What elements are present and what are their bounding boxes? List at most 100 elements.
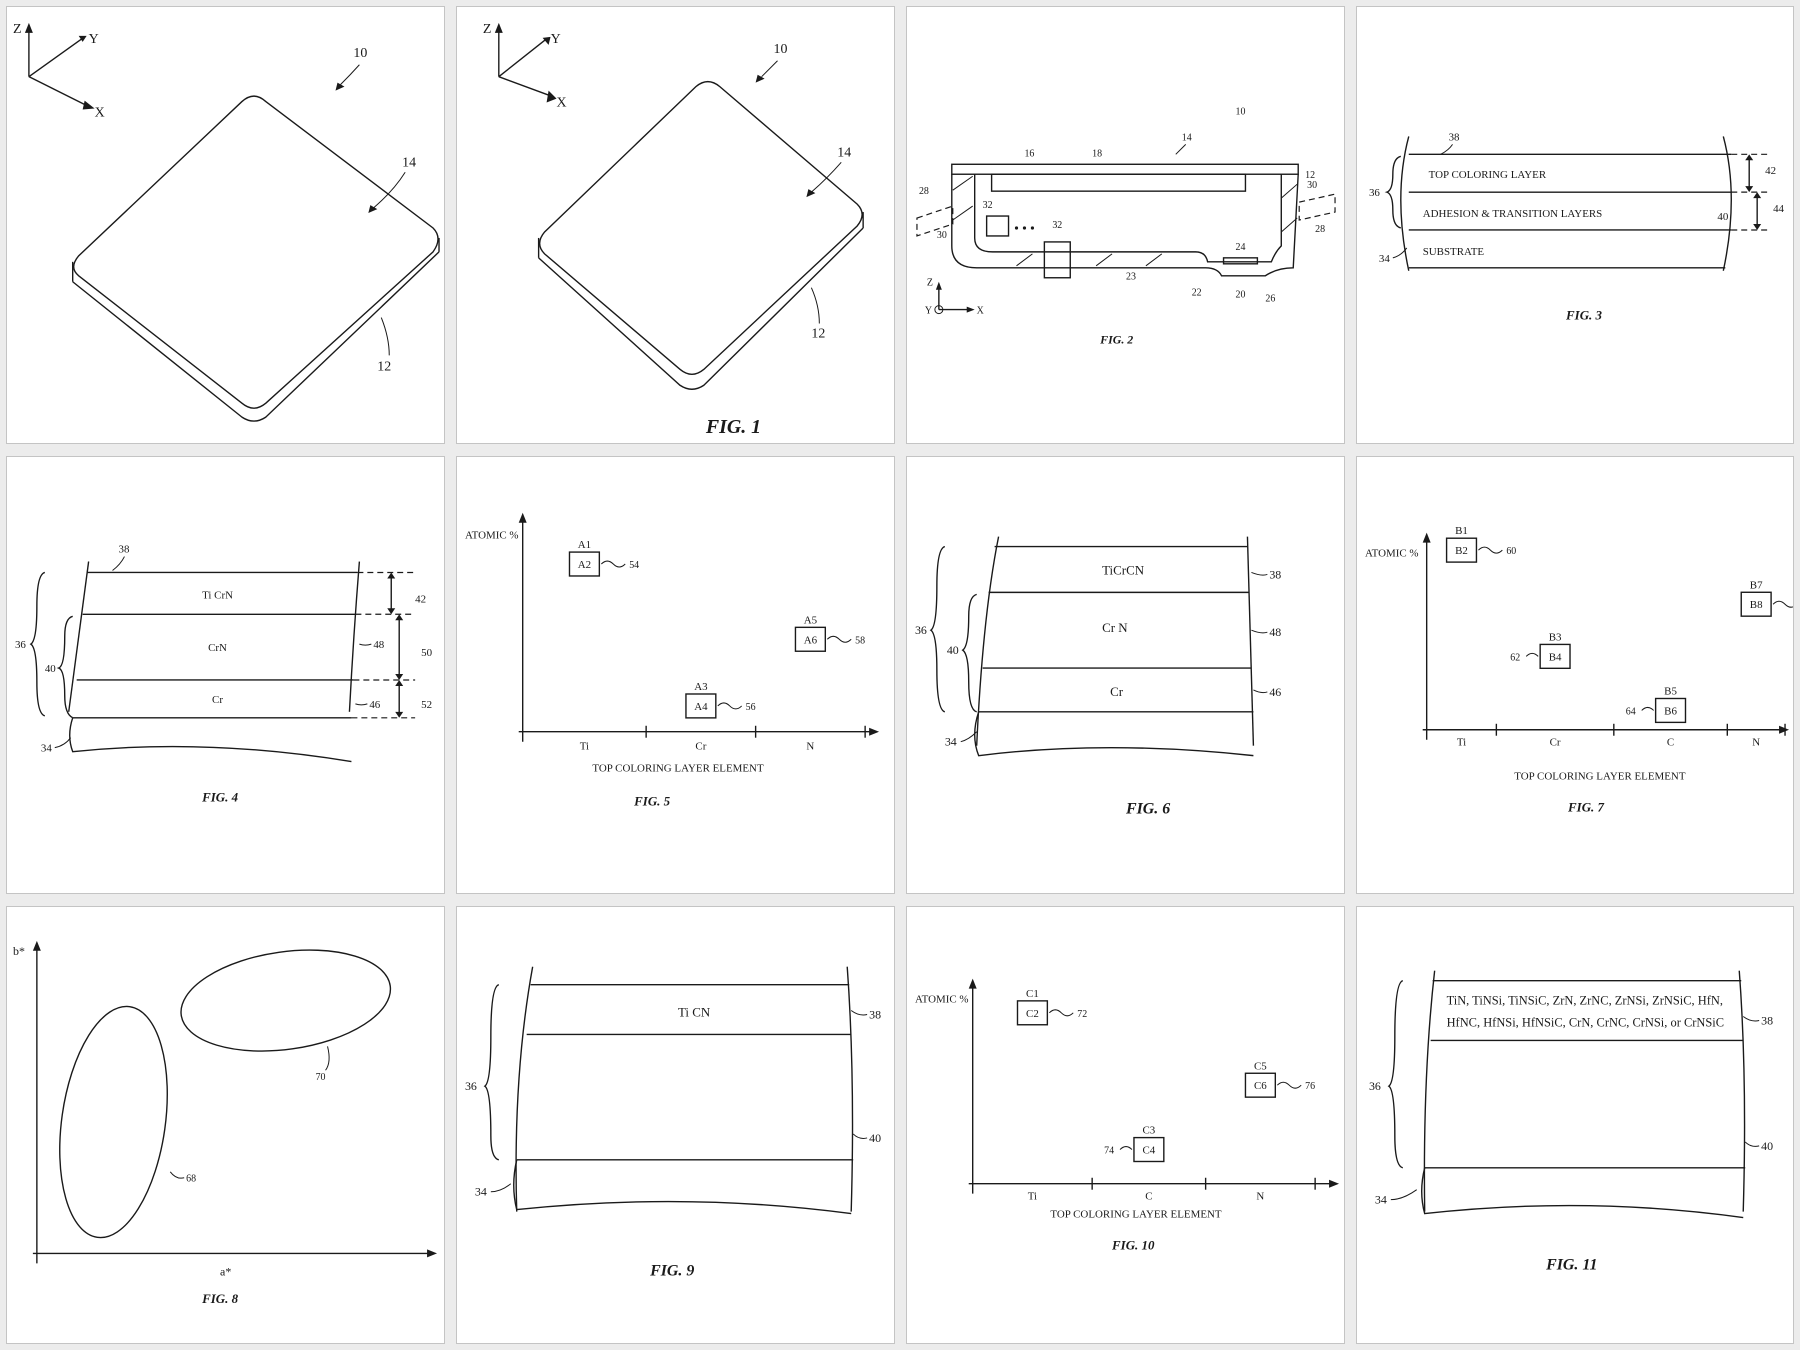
ref-40: 40 [1717, 211, 1728, 223]
panel-fig10: ATOMIC % TOP COLORING LAYER ELEMENT FIG.… [906, 906, 1345, 1344]
ref-42: 42 [1765, 165, 1776, 177]
data-point-box-label: B4 [1549, 651, 1562, 663]
ref-24: 24 [1235, 242, 1245, 253]
data-point-upper-label: B3 [1549, 631, 1562, 643]
reference-leader [717, 702, 743, 710]
layer-1-label: Ti CrN [202, 589, 233, 601]
figure-caption: FIG. 11 [1545, 1256, 1597, 1273]
axis-z-label: Z [483, 22, 492, 37]
reference-leader [1478, 546, 1503, 554]
panel-fig3: 38 TOP COLORING LAYER ADHESION & TRANSIT… [1356, 6, 1794, 444]
data-point-upper-label: A3 [694, 681, 708, 693]
figure-caption: FIG. 2 [1099, 332, 1133, 346]
data-point-box [1539, 643, 1571, 670]
axis-y-label: Y [551, 32, 561, 47]
figure-caption: FIG. 9 [649, 1262, 694, 1279]
figure-caption: FIG. 3 [1565, 308, 1602, 323]
data-point-upper-label: A5 [804, 614, 818, 626]
y-axis-label: b* [13, 944, 25, 958]
reference-leader [1276, 1081, 1302, 1089]
x-axis-arrow [869, 727, 880, 736]
data-point-box [1016, 1000, 1049, 1026]
x-tick-label: N [1256, 1191, 1264, 1203]
chart-plot: TiCrCNB2B160B4B362B6B564B8B766 [1422, 525, 1793, 749]
axis-x-label: X [557, 96, 567, 111]
reference-number: 64 [1626, 706, 1636, 717]
axis-triad: Z Y X [13, 22, 105, 121]
chart-fig10: ATOMIC % TOP COLORING LAYER ELEMENT FIG.… [915, 978, 1340, 1252]
reference-number: 54 [629, 560, 639, 571]
ref-34: 34 [945, 735, 957, 749]
ref-52: 52 [421, 699, 432, 711]
layer-1-label: Ti CN [678, 1004, 711, 1019]
ref-38: 38 [1269, 567, 1281, 581]
panel-fig11: TiN, TiNSi, TiNSiC, ZrN, ZrNC, ZrNSi, Zr… [1356, 906, 1794, 1344]
data-point-box [568, 551, 601, 577]
data-point-upper-label: C1 [1026, 988, 1039, 1000]
reference-number: 58 [855, 635, 865, 646]
x-tick-label: C [1145, 1191, 1152, 1203]
figure-caption: FIG. 8 [201, 1291, 238, 1306]
data-point-box [1244, 1072, 1277, 1098]
reference-number: 62 [1510, 652, 1520, 663]
ref-38: 38 [118, 544, 129, 556]
x-tick-label: Ti [580, 741, 589, 753]
ref-34: 34 [41, 743, 52, 755]
ref-28-left: 28 [919, 186, 929, 197]
ref-70: 70 [316, 1072, 326, 1083]
data-point-upper-label: C3 [1143, 1125, 1156, 1137]
ref-30-left: 30 [937, 230, 947, 241]
ellipse-70 [180, 949, 392, 1052]
ref-22: 22 [1192, 288, 1202, 299]
ref-12: 12 [1305, 170, 1315, 181]
panel-fig1: Z Y X 10 14 12 FIG. 1 [456, 6, 895, 444]
ref-34: 34 [1379, 253, 1390, 265]
x-tick-label: C [1667, 737, 1674, 749]
panel-fig6: TiCrCN Cr N Cr 38 48 46 36 40 34 FIG. 6 [906, 456, 1345, 894]
figure-caption: FIG. 1 [705, 416, 761, 438]
reference-leader [1772, 600, 1793, 608]
ref-40: 40 [1761, 1139, 1773, 1153]
data-point-box-label: A4 [694, 701, 708, 713]
reference-number: 76 [1305, 1081, 1315, 1092]
panel-fig5: ATOMIC % TOP COLORING LAYER ELEMENT FIG.… [456, 456, 895, 894]
layer-sub-label: SUBSTRATE [1423, 246, 1485, 258]
ref-38: 38 [1449, 131, 1460, 143]
axis-x-label: X [977, 306, 984, 317]
ref-10: 10 [774, 42, 788, 57]
data-point-box [1445, 537, 1478, 563]
x-tick-label: Ti [1457, 737, 1466, 749]
axis-x-label: X [95, 105, 105, 120]
data-point-box-label: C6 [1254, 1080, 1267, 1092]
ref-40: 40 [869, 1131, 881, 1145]
x-tick-label: Cr [1550, 737, 1561, 749]
materials-line-2: HfNC, HfNSi, HfNSiC, CrN, CrNC, CrNSi, o… [1447, 1015, 1724, 1029]
device-body [537, 80, 864, 390]
reference-leader [1048, 1009, 1074, 1017]
ref-36: 36 [1369, 187, 1380, 199]
device-body [72, 95, 440, 422]
ref-20: 20 [1235, 290, 1245, 301]
ref-36: 36 [465, 1079, 477, 1093]
ref-10: 10 [1235, 107, 1245, 118]
x-axis-label: a* [220, 1264, 231, 1278]
ref-34: 34 [1375, 1193, 1387, 1207]
panel-fig7: ATOMIC % TOP COLORING LAYER ELEMENT FIG.… [1356, 456, 1794, 894]
layer-mid-label: ADHESION & TRANSITION LAYERS [1423, 208, 1603, 220]
reference-number: 74 [1104, 1146, 1114, 1157]
data-point-box [685, 693, 717, 719]
ref-44: 44 [1773, 203, 1784, 215]
ref-12: 12 [811, 326, 825, 341]
axis-z-label: Z [13, 22, 22, 37]
x-axis-label: TOP COLORING LAYER ELEMENT [592, 763, 764, 775]
data-point-box-label: B6 [1664, 705, 1677, 717]
ref-14: 14 [837, 145, 851, 160]
data-point-upper-label: B1 [1455, 525, 1468, 537]
materials-line-1: TiN, TiNSi, TiNSiC, ZrN, ZrNC, ZrNSi, Zr… [1447, 994, 1723, 1008]
x-axis-label: TOP COLORING LAYER ELEMENT [1514, 771, 1686, 783]
data-point-box [1740, 591, 1772, 617]
axis-y-label: Y [89, 32, 99, 47]
data-point-box-label: C2 [1026, 1008, 1039, 1020]
